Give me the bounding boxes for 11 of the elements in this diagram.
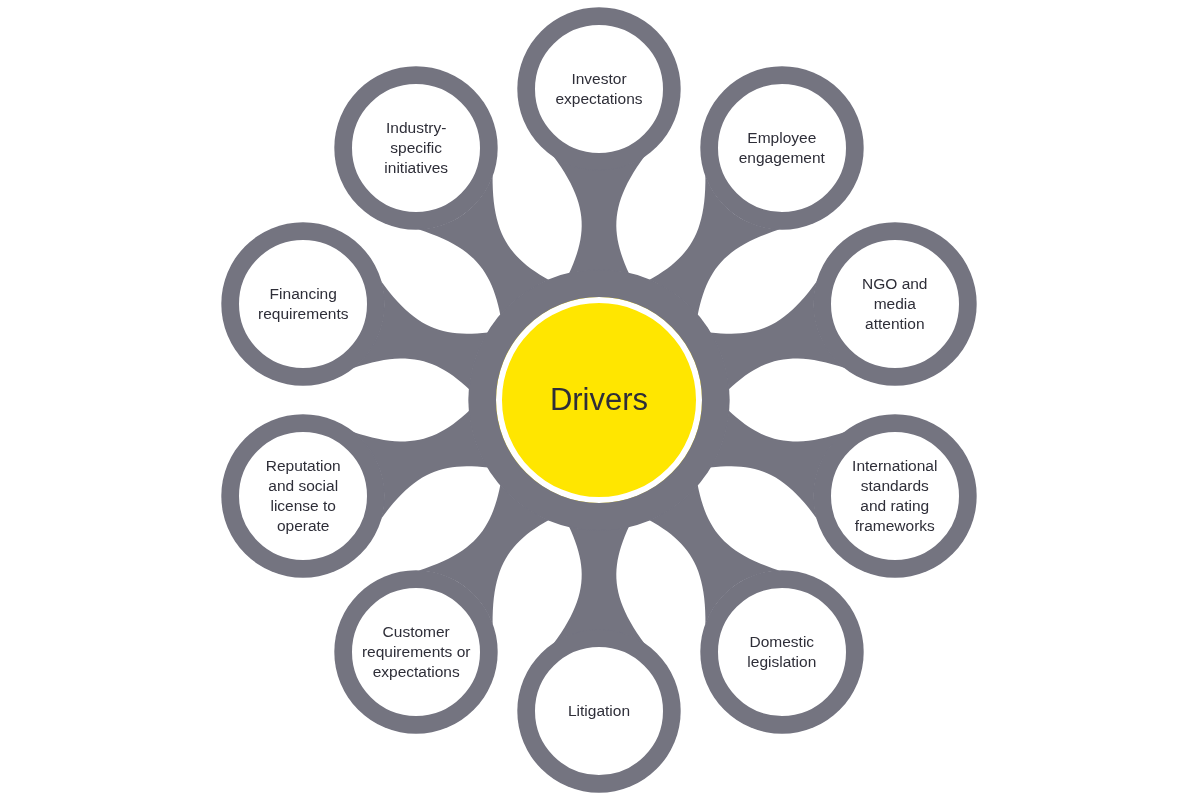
node-label: Industry-specific initiatives [383,118,450,179]
node-label: Reputation and social license to operate [264,456,342,537]
node-label: Customer requirements or expectations [360,621,472,682]
node-label: International standards and rating frameworks [851,456,939,537]
hub-title: Drivers [549,381,649,419]
node-label: Domestic legislation [746,631,818,672]
node-label: NGO and media attention [861,273,929,334]
node-label: Employee engagement [737,128,826,169]
node-label: Litigation [566,701,631,721]
node-label: Financing requirements [257,283,350,324]
node-label: Investor expectations [554,69,644,109]
